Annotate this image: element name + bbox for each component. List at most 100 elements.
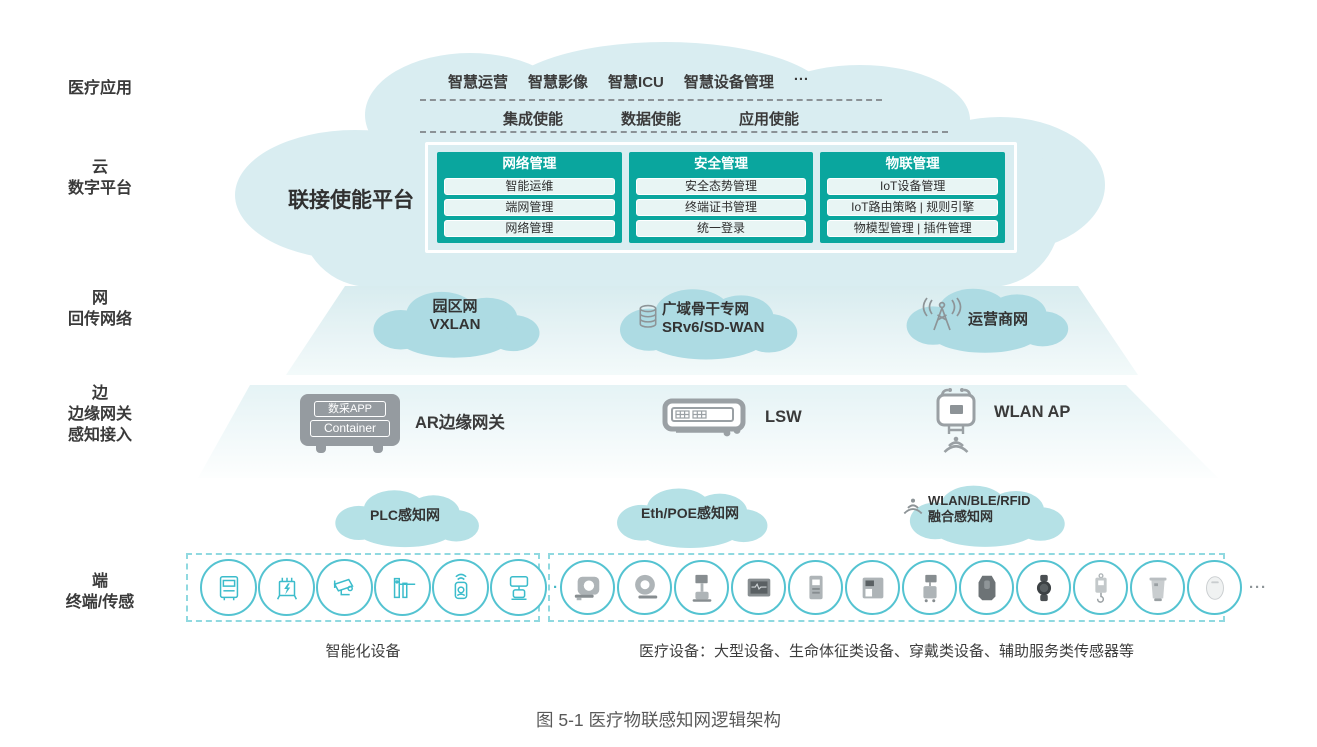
layer-label-line: 端 xyxy=(91,573,108,590)
panel-row: IoT设备管理 xyxy=(827,178,999,195)
gateway-badge-app: 数采APP xyxy=(314,401,386,417)
device-circle xyxy=(432,559,489,616)
campus-network-text: 园区网 VXLAN xyxy=(395,298,515,334)
platform-label: 联接使能平台 xyxy=(288,189,414,212)
layer-label-cloud-platform: 云 数字平台 xyxy=(30,157,170,199)
ar-gateway-label: AR边缘网关 xyxy=(415,414,505,432)
layer-label-line: 边 xyxy=(91,385,108,402)
patient-monitor-icon xyxy=(747,578,770,596)
layer-label-line: 云 xyxy=(91,159,108,176)
enable-item-integration: 集成使能 xyxy=(503,111,564,128)
figure-caption: 图 5-1 医疗物联感知网逻辑架构 xyxy=(535,710,782,730)
layer-label-medical-app: 医疗应用 xyxy=(30,78,170,99)
panel-security-management: 安全管理 安全态势管理 终端证书管理 统一登录 xyxy=(628,152,814,243)
gate-barrier-icon xyxy=(393,577,415,598)
device-circle xyxy=(258,559,315,616)
electric-meter-icon xyxy=(219,575,238,600)
wifi-icon xyxy=(903,498,923,515)
mri-scanner-icon xyxy=(574,576,599,600)
plc-sensing-name: PLC感知网 xyxy=(370,507,440,523)
panel-title: 物联管理 xyxy=(885,156,940,171)
device-circle xyxy=(959,560,1014,615)
smart-devices-caption: 智能化设备 xyxy=(325,643,401,660)
layer-label-line: 边缘网关 xyxy=(67,406,132,423)
rfid-reader-icon xyxy=(454,573,467,599)
hanging-scale-icon xyxy=(1094,572,1107,603)
panel-row: 终端证书管理 xyxy=(635,199,807,216)
wan-backbone-sub: SRv6/SD-WAN xyxy=(662,319,765,336)
wan-backbone-text: 广域骨干专网 SRv6/SD-WAN xyxy=(662,302,765,336)
app-item-smart-operation: 智慧运营 xyxy=(448,74,509,91)
layer-label-backhaul-network: 网 回传网络 xyxy=(30,288,170,330)
layer-label-line: 终端/传感 xyxy=(65,594,135,611)
motion-sensor-icon xyxy=(1205,575,1224,600)
layer-label-edge-access: 边 边缘网关 感知接入 xyxy=(30,383,170,446)
wireless-fusion-sub: 融合感知网 xyxy=(928,509,994,524)
cctv-camera-icon xyxy=(333,578,354,595)
device-circle xyxy=(490,559,547,616)
wlan-ap-icon xyxy=(936,388,976,453)
eth-poe-sensing-name: Eth/POE感知网 xyxy=(640,505,739,521)
platform-box: 网络管理 智能运维 端网管理 网络管理 安全管理 安全态势管理 终端证书管理 统… xyxy=(425,142,1017,253)
layer-label-line: 医疗应用 xyxy=(67,80,132,97)
app-item-smart-imaging: 智慧影像 xyxy=(528,74,589,91)
antenna-tower-icon xyxy=(922,297,962,331)
lan-switch-icon xyxy=(662,398,746,437)
layer-label-line: 回传网络 xyxy=(67,311,132,328)
device-circle xyxy=(1130,560,1185,615)
device-circle xyxy=(316,559,373,616)
layer-label-line: 网 xyxy=(91,290,108,307)
panel-row: 智能运维 xyxy=(444,178,615,195)
ventilator-icon xyxy=(922,574,937,602)
smart-wristband-icon xyxy=(1036,574,1051,601)
device-circle xyxy=(845,560,900,615)
service-robot-icon xyxy=(509,575,528,600)
device-circle xyxy=(374,559,431,616)
layer-label-line: 感知接入 xyxy=(67,427,132,444)
device-circle xyxy=(902,560,957,615)
holter-monitor-icon xyxy=(978,575,995,600)
dashed-divider-2 xyxy=(420,131,948,133)
device-circle xyxy=(560,560,615,615)
device-circle xyxy=(674,560,729,615)
campus-network-sub: VXLAN xyxy=(429,316,481,333)
device-circle xyxy=(788,560,843,615)
wireless-fusion-name: WLAN/BLE/RFID xyxy=(928,493,1031,508)
medical-waste-bin-icon xyxy=(1149,577,1166,601)
app-item-smart-icu: 智慧ICU xyxy=(608,74,664,91)
panel-row: 安全态势管理 xyxy=(635,178,807,195)
carrier-network-name: 运营商网 xyxy=(968,311,1029,328)
ar-gateway-icon: 数采APP Container xyxy=(300,394,400,453)
panel-title: 网络管理 xyxy=(502,156,557,171)
database-stack-icon xyxy=(639,304,657,328)
device-circle xyxy=(200,559,257,616)
panel-iot-management: 物联管理 IoT设备管理 IoT路由策略 | 规则引擎 物模型管理 | 插件管理 xyxy=(820,152,1006,243)
panel-row: 统一登录 xyxy=(635,220,807,237)
app-item-smart-device-mgmt: 智慧设备管理 xyxy=(683,74,774,91)
enable-item-application: 应用使能 xyxy=(739,111,800,128)
enablement-row: 集成使能 数据使能 应用使能 xyxy=(503,108,799,129)
applications-row: 智慧运营 智慧影像 智慧ICU 智慧设备管理 ··· xyxy=(448,71,809,92)
ultrasound-machine-icon xyxy=(692,574,711,602)
device-circle xyxy=(731,560,786,615)
gateway-foot xyxy=(316,446,326,453)
device-circle xyxy=(1073,560,1128,615)
panel-network-management: 网络管理 智能运维 端网管理 网络管理 xyxy=(437,152,622,243)
enable-item-data: 数据使能 xyxy=(621,111,682,128)
lsw-label: LSW xyxy=(765,408,802,426)
panel-row: IoT路由策略 | 规则引擎 xyxy=(827,199,999,216)
device-circle xyxy=(1016,560,1071,615)
layer-label-line: 数字平台 xyxy=(67,180,132,197)
smart-devices-box: ··· xyxy=(186,553,570,622)
power-cabinet-icon xyxy=(276,577,297,600)
gateway-badge-container: Container xyxy=(310,420,390,437)
medical-devices-caption: 医疗设备：大型设备、生命体征类设备、穿戴类设备、辅助服务类传感器等 xyxy=(638,643,1134,660)
wan-backbone-name: 广域骨干专网 xyxy=(662,302,749,318)
device-circle xyxy=(617,560,672,615)
app-items-ellipsis: ··· xyxy=(793,71,809,88)
gateway-foot xyxy=(373,446,383,453)
medical-devices-box: ··· xyxy=(548,553,1266,622)
panel-row: 端网管理 xyxy=(444,199,615,216)
panel-row: 网络管理 xyxy=(444,220,615,237)
